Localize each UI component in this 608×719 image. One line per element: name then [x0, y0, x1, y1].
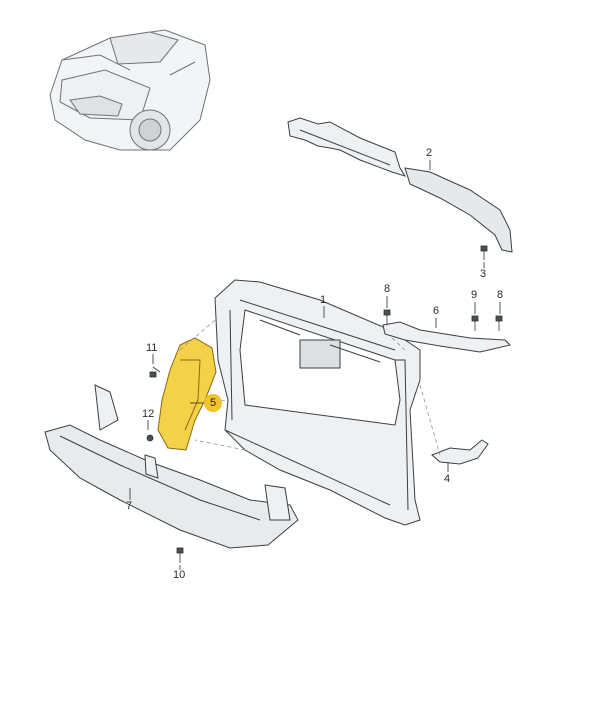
part-2-bracket	[287, 117, 513, 253]
part-4-bracket	[431, 439, 489, 465]
part-1-radiator-support	[214, 279, 421, 526]
part-7-cross-member	[44, 384, 299, 549]
callout-10: 10	[173, 569, 186, 581]
callout-12: 12	[142, 408, 155, 420]
callout-6: 6	[433, 305, 440, 317]
callout-2: 2	[426, 147, 433, 159]
callout-leaders	[129, 160, 501, 570]
callout-8-right: 8	[497, 289, 504, 301]
callout-7: 7	[126, 500, 133, 512]
part-5-highlighted-bracket	[157, 337, 217, 451]
callout-4: 4	[444, 473, 451, 485]
callout-5-highlighted: 5	[204, 394, 222, 412]
callout-8-left: 8	[384, 283, 391, 295]
bolt-icon	[146, 245, 503, 563]
callout-3: 3	[480, 268, 487, 280]
car-thumbnail-icon	[49, 29, 211, 151]
callout-9: 9	[471, 289, 478, 301]
part-6-strip	[382, 321, 511, 353]
callout-11: 11	[146, 342, 158, 354]
callout-1: 1	[320, 294, 327, 306]
